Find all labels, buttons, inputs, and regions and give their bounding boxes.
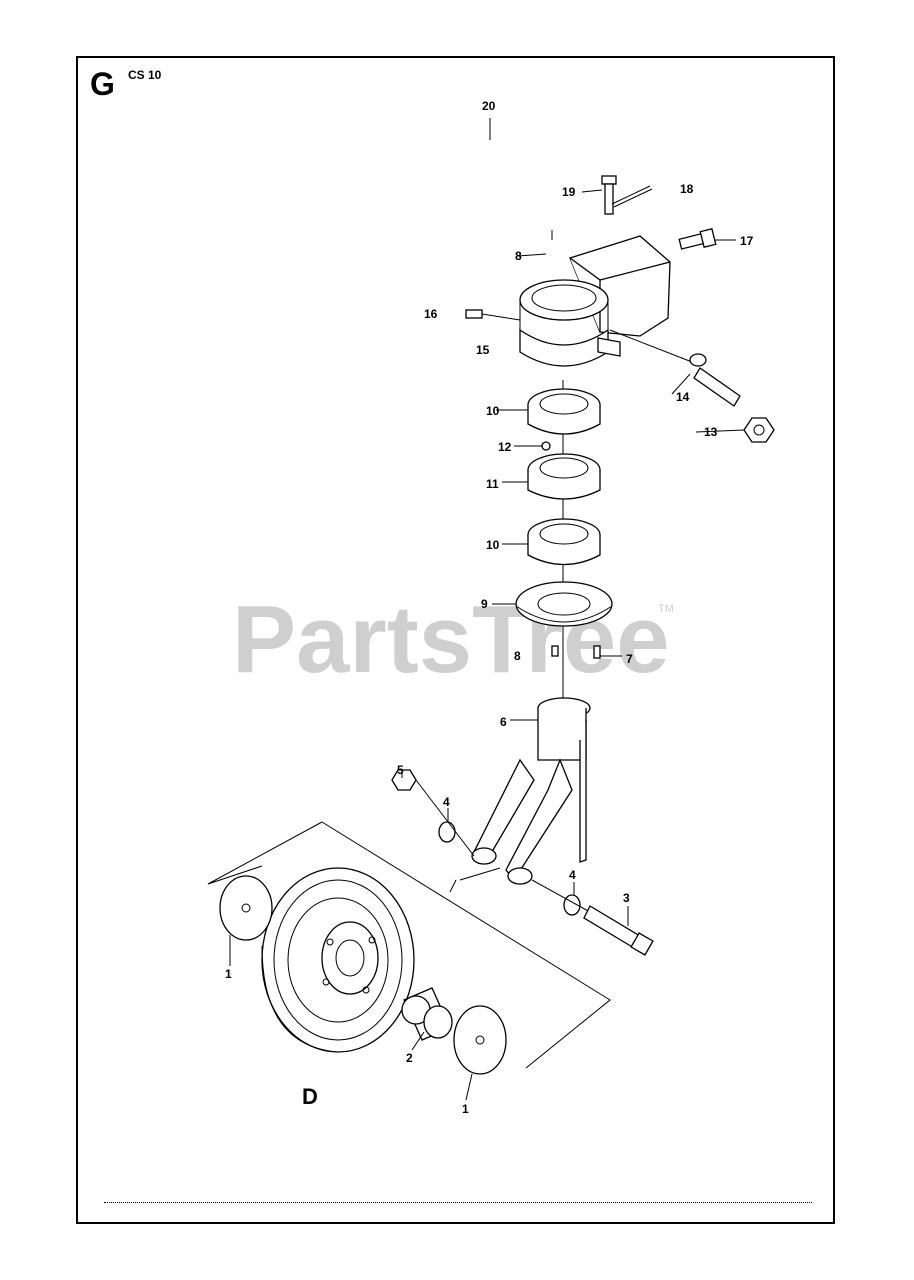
callout-10-upper: 10 [486,404,500,418]
callout-leaders [401,253,745,1101]
bolt-17 [678,227,736,250]
subassembly-outline [207,821,611,1069]
subassembly-letter: D [302,1084,318,1109]
model-label: CS 10 [128,68,162,82]
callout-8-bottom: 8 [514,649,521,663]
callout-18: 18 [680,182,694,196]
caster-fork-6 [471,697,591,885]
axle-spacer-2 [401,987,453,1041]
callout-17: 17 [740,234,754,248]
flange-plate-9 [515,581,613,627]
callout-11: 11 [486,477,499,491]
callout-19: 19 [562,185,576,199]
diagram-frame [76,56,835,1224]
wheel-assembly [261,867,415,1053]
nut-5 [391,769,417,791]
callout-15: 15 [476,343,490,357]
callout-4-right: 4 [569,868,576,882]
callout-1-right: 1 [462,1102,469,1116]
axis-axle-left [415,779,475,857]
ball-12 [541,441,551,451]
callout-2: 2 [406,1051,413,1065]
cotter-pin-18 [611,185,653,208]
spacer-ring-11 [527,453,601,500]
dust-cover-1-left [219,875,273,941]
nut-13 [743,417,775,443]
callout-5: 5 [397,763,404,777]
callout-6: 6 [500,715,507,729]
callout-20: 20 [482,99,496,113]
footer-dotted-rule [104,1202,812,1203]
callout-1-left: 1 [225,967,232,981]
section-letter: G [90,66,115,102]
callout-8-top: 8 [515,249,522,263]
callout-7: 7 [626,652,633,666]
clevis-pin-19 [581,175,617,215]
callout-12: 12 [498,440,512,454]
screw-7 [593,645,601,659]
watermark-trademark: TM [658,603,674,615]
screw-8-bottom [551,645,559,657]
dust-cover-1-right [453,1005,507,1075]
callout-10-lower: 10 [486,538,500,552]
swivel-bracket-15 [519,235,671,367]
bolt-14 [609,329,741,407]
callout-4-left: 4 [443,795,450,809]
callout-13: 13 [704,425,718,439]
callout-3: 3 [623,891,630,905]
axle-bolt-3 [531,879,654,956]
washer-4-left [438,821,456,843]
bearing-10-lower [527,518,601,566]
callout-14: 14 [676,390,690,404]
callout-9: 9 [481,597,488,611]
bearing-10-upper [527,388,601,435]
set-screw-16 [465,309,521,321]
callout-16: 16 [424,307,438,321]
